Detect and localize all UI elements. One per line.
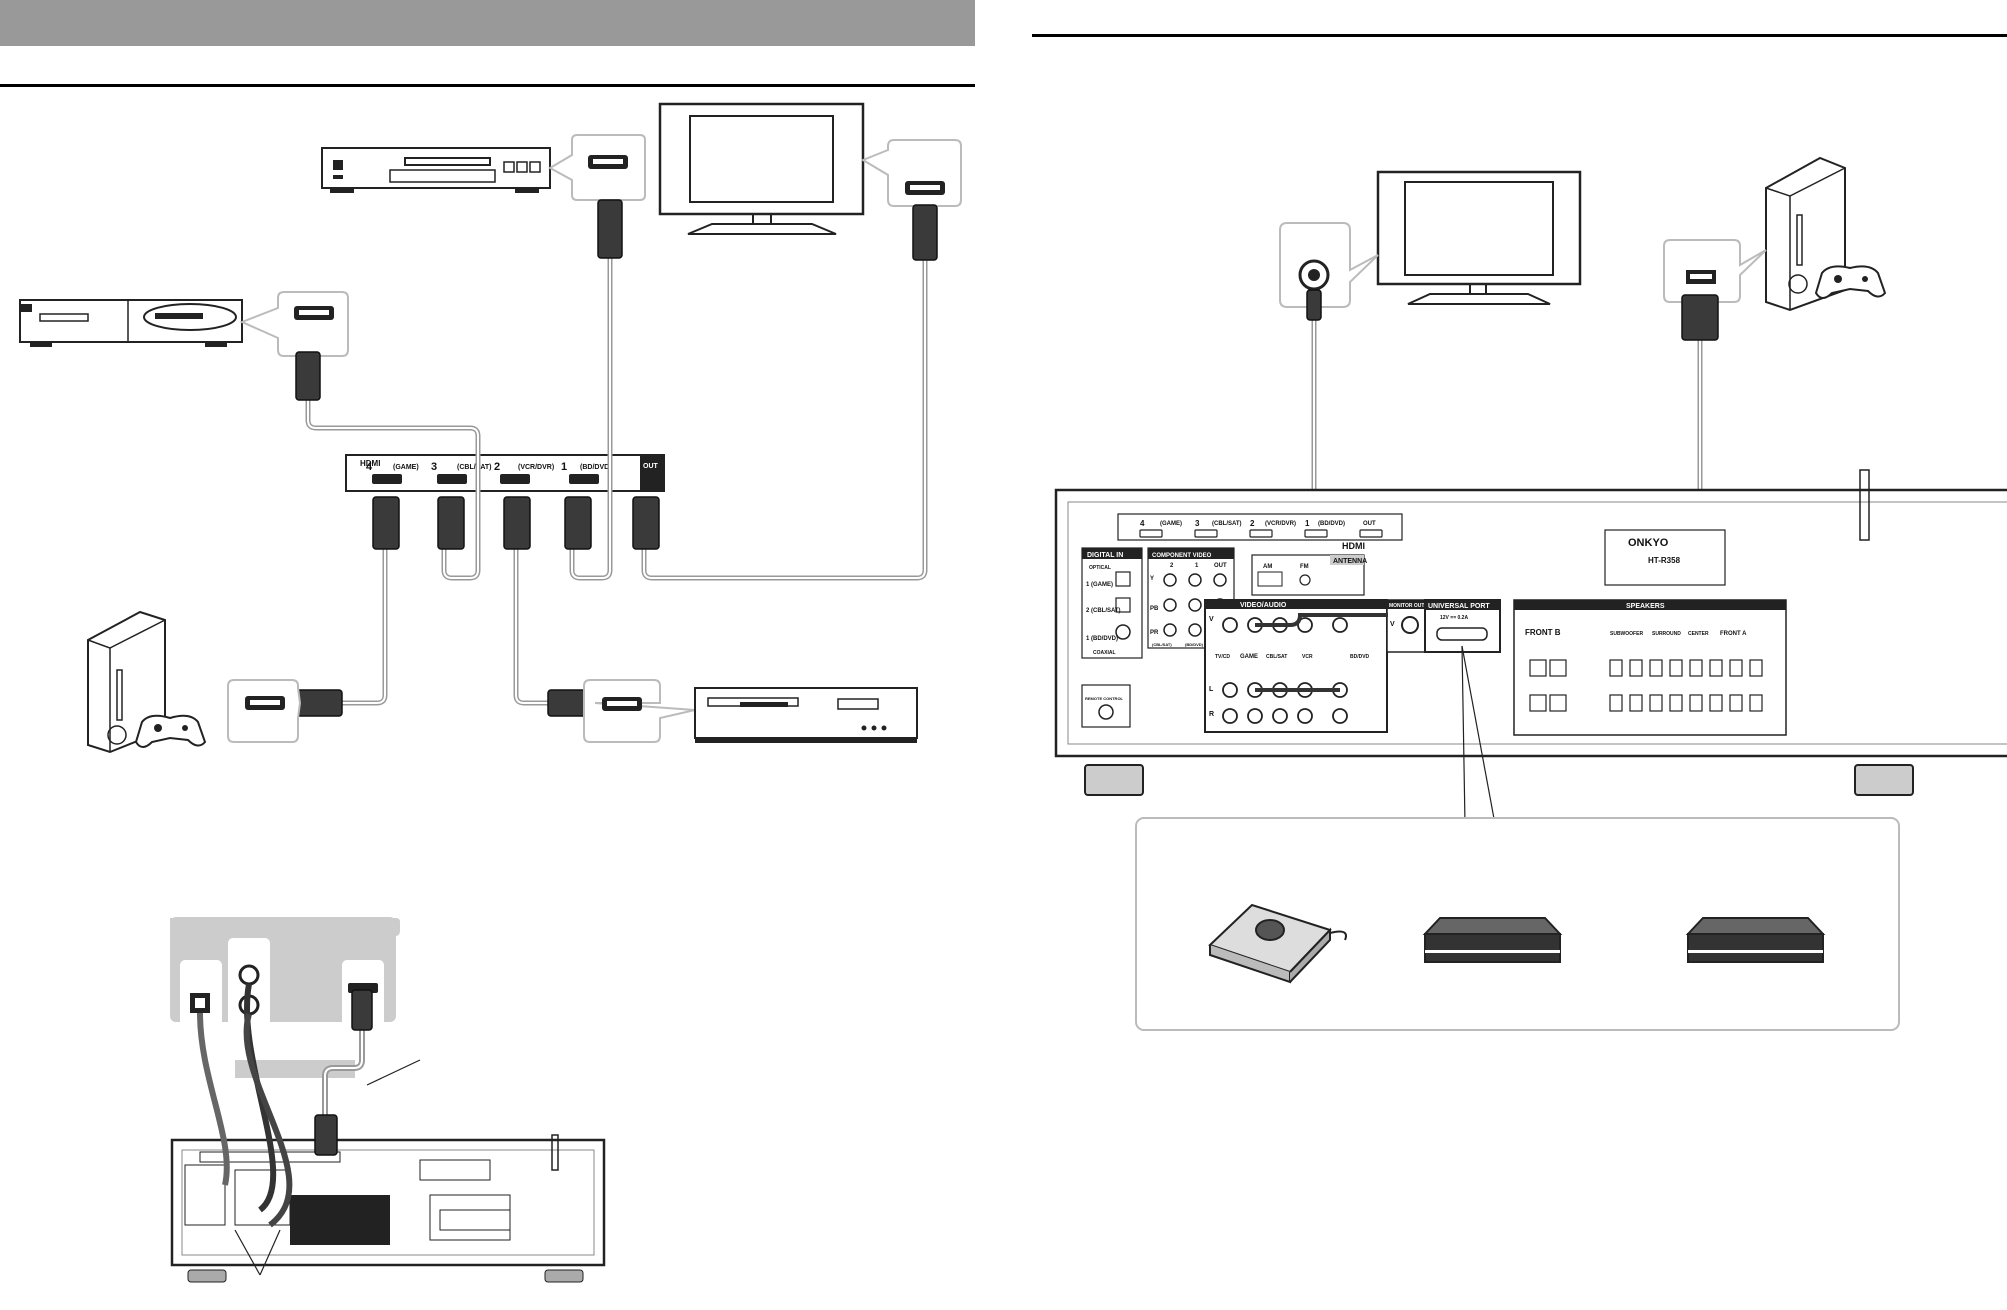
tv-icon [1376,170,1582,305]
vcr-icon [694,687,918,743]
hdmi-label-cbl: (CBL/SAT) [457,464,491,471]
lg-game: GAME [1240,654,1258,660]
set-top-box-icon [19,299,243,347]
lg-hdmi-2: 2 [1250,519,1255,528]
hdmi-plugs [295,199,938,717]
lg-remote-control: REMOTE CONTROL [1085,696,1124,701]
blu-ray-player-icon [321,147,551,193]
lg-component: COMPONENT VIDEO [1152,553,1212,559]
lg-comp-y: Y [1150,576,1154,582]
lg-speakers: SPEAKERS [1626,603,1665,610]
lg-jack-tvcd: TV/CD [1215,654,1230,660]
composite-port-bubble [1279,222,1379,308]
large-receiver: 4 (GAME) 3 (CBL/SAT) 2 (VCR/DVR) 1 (BD/D… [1054,469,2007,796]
hdmi-label-2: 2 [494,461,500,473]
hdmi-port-icon [547,134,646,201]
lg-front-b: FRONT B [1525,628,1561,637]
lg-hdmi-game: (GAME) [1160,521,1182,527]
hdmi-port-icon [227,679,302,743]
lg-front-a: FRONT A [1720,631,1747,637]
hdmi-label-4: 4 [366,461,373,473]
lg-video-audio: VIDEO/AUDIO [1240,602,1287,609]
usb-dock-icon [1208,903,1347,984]
hdmi-input-panel: HDMI 4 (GAME) 3 (CBL/SAT) 2 (VCR/DVR) 1 … [345,454,665,492]
lg-model: HT-R358 [1648,556,1681,565]
lg-hdmi-cbl: (CBL/SAT) [1212,521,1242,527]
usb-port-bubble [1663,239,1767,303]
hdmi-label-bd: (BD/DVD) [580,464,612,471]
hdmi-label-3: 3 [431,461,437,473]
lg-jack-cbl: CBL/SAT [1266,654,1287,660]
lg-coaxial: COAXIAL [1093,650,1116,656]
lg-comp-pb: PB [1150,606,1159,612]
lg-hdmi-section: HDMI [1342,541,1365,551]
lg-monitor-v: V [1390,621,1395,628]
lg-rca-l: L [1209,686,1214,693]
lg-hdmi-vcr: (VCR/DVR) [1265,521,1296,527]
lg-antenna: ANTENNA [1333,558,1367,565]
lg-din-game: 1 (GAME) [1086,582,1113,588]
lg-comp-bd: (BD/DVD) [1185,642,1204,647]
tuner-module-icon [1685,917,1826,963]
header-rule-left [0,84,975,87]
hdmi-label-1: 1 [561,461,567,473]
header-bar [0,0,975,46]
lg-hdmi-bd: (BD/DVD) [1318,521,1345,527]
hdmi-port-icon [239,291,349,357]
lg-optical: OPTICAL [1089,565,1111,571]
tuner-module-icon [1422,917,1563,963]
lg-center: CENTER [1688,631,1709,637]
lg-comp-cbl: (CBL/SAT) [1152,642,1172,647]
lg-brand: ONKYO [1628,537,1669,549]
lg-hdmi-out: OUT [1363,521,1376,527]
lg-universal-port: UNIVERSAL PORT [1428,603,1490,610]
lg-comp-2: 2 [1170,563,1174,569]
lg-hdmi-1: 1 [1305,519,1310,528]
lg-comp-1: 1 [1195,563,1199,569]
hdmi-label-vcr: (VCR/DVR) [518,464,554,471]
hdmi-port-icon [860,139,962,207]
lg-hdmi-3: 3 [1195,519,1200,528]
lg-jack-vcr: VCR [1302,654,1313,660]
lg-universal-spec: 12V == 0.2A [1440,615,1468,621]
lg-rca-r: R [1209,711,1214,718]
lg-comp-pr: PR [1150,630,1159,636]
header-rule-right [1032,34,2007,37]
lg-am: AM [1263,564,1272,570]
game-console-icon [87,610,207,754]
lg-digital-in: DIGITAL IN [1087,552,1123,559]
lg-rca-v: V [1209,616,1214,623]
hdmi-port-icon [583,679,696,743]
svg-text:HDMI: HDMI [360,459,380,468]
lg-subwoofer: SUBWOOFER [1610,631,1643,637]
hdmi-label-out: OUT [643,463,659,470]
lg-surround: SURROUND [1652,631,1681,637]
lg-comp-out: OUT [1214,563,1227,569]
lg-jack-bd: BD/DVD [1350,654,1370,660]
lg-din-bd: 1 (BD/DVD) [1086,636,1118,642]
tv-icon [658,102,865,235]
game-console-icon [1765,156,1887,312]
hdmi-label-game: (GAME) [393,464,419,471]
lg-monitor-out: MONITOR OUT [1389,603,1424,609]
lg-hdmi-4: 4 [1140,519,1145,528]
lg-din-cbl: 2 (CBL/SAT) [1086,608,1121,614]
small-receiver [170,1134,606,1283]
lg-fm: FM [1300,564,1309,570]
